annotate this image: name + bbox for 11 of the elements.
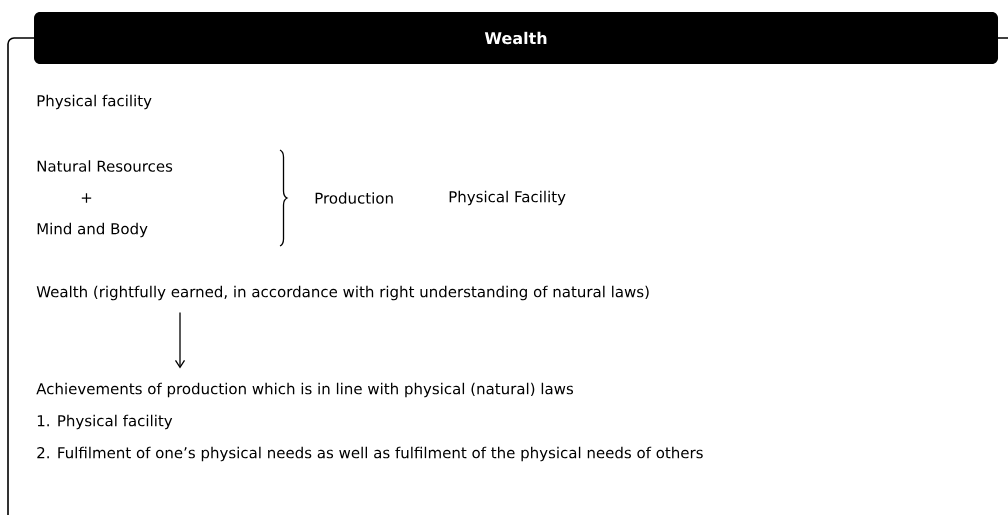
label-text: 1. Physical facility: [37, 414, 173, 430]
label-text: Mind and Body: [37, 222, 148, 238]
statement-text: Wealth (rightfully earned, in accordance with right understanding of natural laws): [36, 285, 649, 301]
label-text: Natural Resources: [37, 160, 173, 172]
label-text: Physical facility: [37, 94, 152, 110]
label-text: 2. Fulfilment of one’s physical needs as well as fulfilment of the physical needs of others: [37, 446, 703, 462]
arrow: [174, 311, 186, 369]
statement-text: Achievements of production which is in line with physical (natural) laws: [36, 382, 574, 398]
label-text: Physical Facility: [449, 190, 566, 206]
label-text: Production: [315, 192, 393, 204]
label-text: +: [81, 193, 92, 203]
